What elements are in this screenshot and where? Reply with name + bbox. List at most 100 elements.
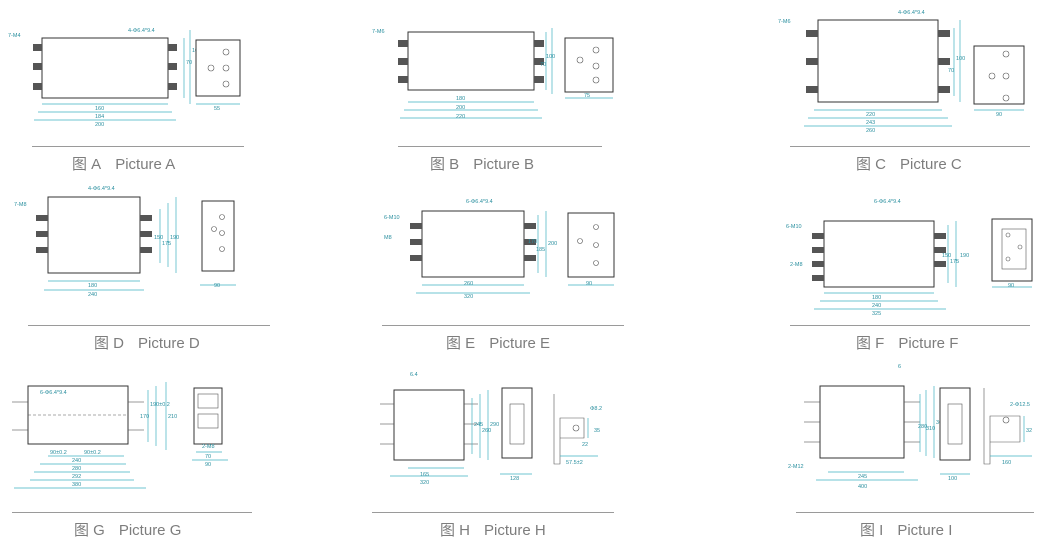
figure-b-depth: 75: [584, 93, 590, 99]
figure-e-depth: 90: [586, 281, 592, 287]
figure-h-d2: 22: [582, 442, 588, 448]
figure-e-w1: 260: [464, 281, 473, 287]
figure-f-side-view: 90: [991, 218, 1033, 289]
figure-a-w3: 200: [95, 122, 104, 128]
figure-g-pitch1: 90±0.2: [50, 450, 67, 456]
figure-e-thread-label: 6-M10: [384, 215, 400, 221]
figure-d-w1: 180: [88, 283, 97, 289]
figure-a-holes-label: 4-Φ6.4*9.4: [128, 28, 155, 34]
figure-g-thread2-label: 2-M8: [202, 444, 215, 450]
figure-i-depth: 100: [948, 476, 957, 482]
figure-h-side-view: 128: [500, 387, 533, 482]
figure-d-front-view: 7-M8 4-Φ6.4*9.4 180 240 150 175 190: [14, 186, 179, 298]
figure-c-thread-label: 7-M6: [778, 19, 791, 25]
figure-i-rule: [796, 512, 1034, 513]
figure-i-top: 6: [898, 364, 901, 370]
figure-b-w3: 220: [456, 114, 465, 120]
figure-h-d3: 57.5±2: [566, 460, 583, 466]
figure-i-h2: 310: [926, 426, 935, 432]
figure-h-h3: 290: [490, 422, 499, 428]
figure-c-front-view: 7-M6 4-Φ6.4*9.4 220 243 260 70 100: [778, 10, 965, 134]
figure-i: 6 2-M12 245 400 280 310 360 100 2-Φ12.5 …: [770, 360, 1059, 520]
figure-f-h3: 190: [960, 253, 969, 259]
figure-d-w2: 240: [88, 292, 97, 298]
figure-d-h2: 175: [162, 241, 171, 247]
figure-g-h3: 210: [168, 414, 177, 420]
figure-d-holes-label: 4-Φ6.4*9.4: [88, 186, 115, 192]
figure-e-h1: 170: [528, 239, 537, 245]
figure-i-hole: 2-Φ12.5: [1010, 402, 1030, 408]
figure-f-h1: 150: [942, 253, 951, 259]
figure-g-w2: 280: [72, 466, 81, 472]
figure-e-holes-label: 6-Φ6.4*9.4: [466, 199, 493, 205]
figure-f-thread2-label: 2-M8: [790, 262, 803, 268]
figure-g-w4: 380: [72, 482, 81, 488]
figure-h-hole: Φ8.2: [590, 406, 602, 412]
figure-f-thread-label: 6-M10: [786, 224, 802, 230]
figure-c-depth: 90: [996, 112, 1002, 118]
figure-i-w2: 400: [858, 484, 867, 490]
figure-b-w1: 180: [456, 96, 465, 102]
figure-h-h2: 260: [482, 428, 491, 434]
figure-g-w1: 240: [72, 458, 81, 464]
figure-d-side-view: 90: [200, 200, 236, 289]
figure-g-holes-label: 6-Φ6.4*9.4: [40, 390, 67, 396]
figure-h-rule: [372, 512, 614, 513]
figure-a-thread-label: 7-M4: [8, 33, 21, 39]
figure-f-w2: 240: [872, 303, 881, 309]
figure-c-holes-label: 4-Φ6.4*9.4: [898, 10, 925, 16]
figure-a: 7-M4 4-Φ6.4*9.4 160 184 200 70 100 55: [0, 0, 260, 175]
figure-c-side-view: 90: [973, 45, 1025, 118]
figure-g: 6-Φ6.4*9.4 90±0.2 90±0.2 240 280 292 380…: [0, 360, 280, 520]
figure-g-pitch2: 90±0.2: [84, 450, 101, 456]
figure-a-h1: 70: [186, 60, 192, 66]
figure-c-h2: 100: [956, 56, 965, 62]
figure-i-w1: 245: [858, 474, 867, 480]
figure-e-front-view: 6-M10 M8 6-Φ6.4*9.4 260 320 170 185 200: [384, 199, 557, 300]
figure-f-w1: 180: [872, 295, 881, 301]
figure-b-front-view: 7-M6 180 200 220 70 100: [372, 28, 555, 120]
figure-a-w1: 160: [95, 106, 104, 112]
figure-c-h1: 70: [948, 68, 954, 74]
figure-h-d1: 35: [594, 428, 600, 434]
figure-f-front-view: 6-M10 2-M8 6-Φ6.4*9.4 180 240 325 150 17…: [786, 199, 969, 317]
figure-c-w1: 220: [866, 112, 875, 118]
figure-g-side-view: 2-M8 70 90: [192, 387, 228, 468]
figure-b: 7-M6 180 200 220 70 100 75: [360, 0, 640, 175]
figure-f: 6-M10 2-M8 6-Φ6.4*9.4 180 240 325 150 17…: [770, 175, 1059, 355]
figure-d: 7-M8 4-Φ6.4*9.4 180 240 150 175 190 90: [0, 175, 280, 355]
figure-h-bracket-view: Φ8.2 35 22 57.5±2: [553, 394, 602, 466]
figure-c-w3: 260: [866, 128, 875, 134]
figure-h-top: 6.4: [410, 372, 418, 378]
figure-f-depth: 90: [1008, 283, 1014, 289]
figure-b-h1: 70: [540, 62, 546, 68]
figure-d-thread-label: 7-M8: [14, 202, 27, 208]
figure-e-w2: 320: [464, 294, 473, 300]
figure-a-depth: 55: [214, 106, 220, 112]
figure-f-w3: 325: [872, 311, 881, 317]
figure-a-front-view: 7-M4 4-Φ6.4*9.4 160 184 200 70 100: [8, 28, 201, 128]
figure-e-h2: 185: [536, 247, 545, 253]
figure-b-side-view: 75: [564, 37, 614, 99]
figure-e-side-view: 90: [567, 212, 615, 287]
figure-e-rule: [382, 325, 624, 326]
figure-g-h1: 170: [140, 414, 149, 420]
figure-f-rule: [790, 325, 1030, 326]
figure-f-holes-label: 6-Φ6.4*9.4: [874, 199, 901, 205]
figure-b-rule: [398, 146, 602, 147]
figure-c-w2: 243: [866, 120, 875, 126]
figure-i-bracket-view: 2-Φ12.5 160 32: [983, 388, 1032, 466]
figure-c: 7-M6 4-Φ6.4*9.4 220 243 260 70 100 90: [760, 0, 1059, 175]
figure-i-front-view: 6 2-M12 245 400 280 310 360: [788, 364, 945, 490]
figure-b-w2: 200: [456, 105, 465, 111]
figure-g-side1: 70: [205, 454, 211, 460]
figure-g-h2: 190±0.2: [150, 402, 170, 408]
